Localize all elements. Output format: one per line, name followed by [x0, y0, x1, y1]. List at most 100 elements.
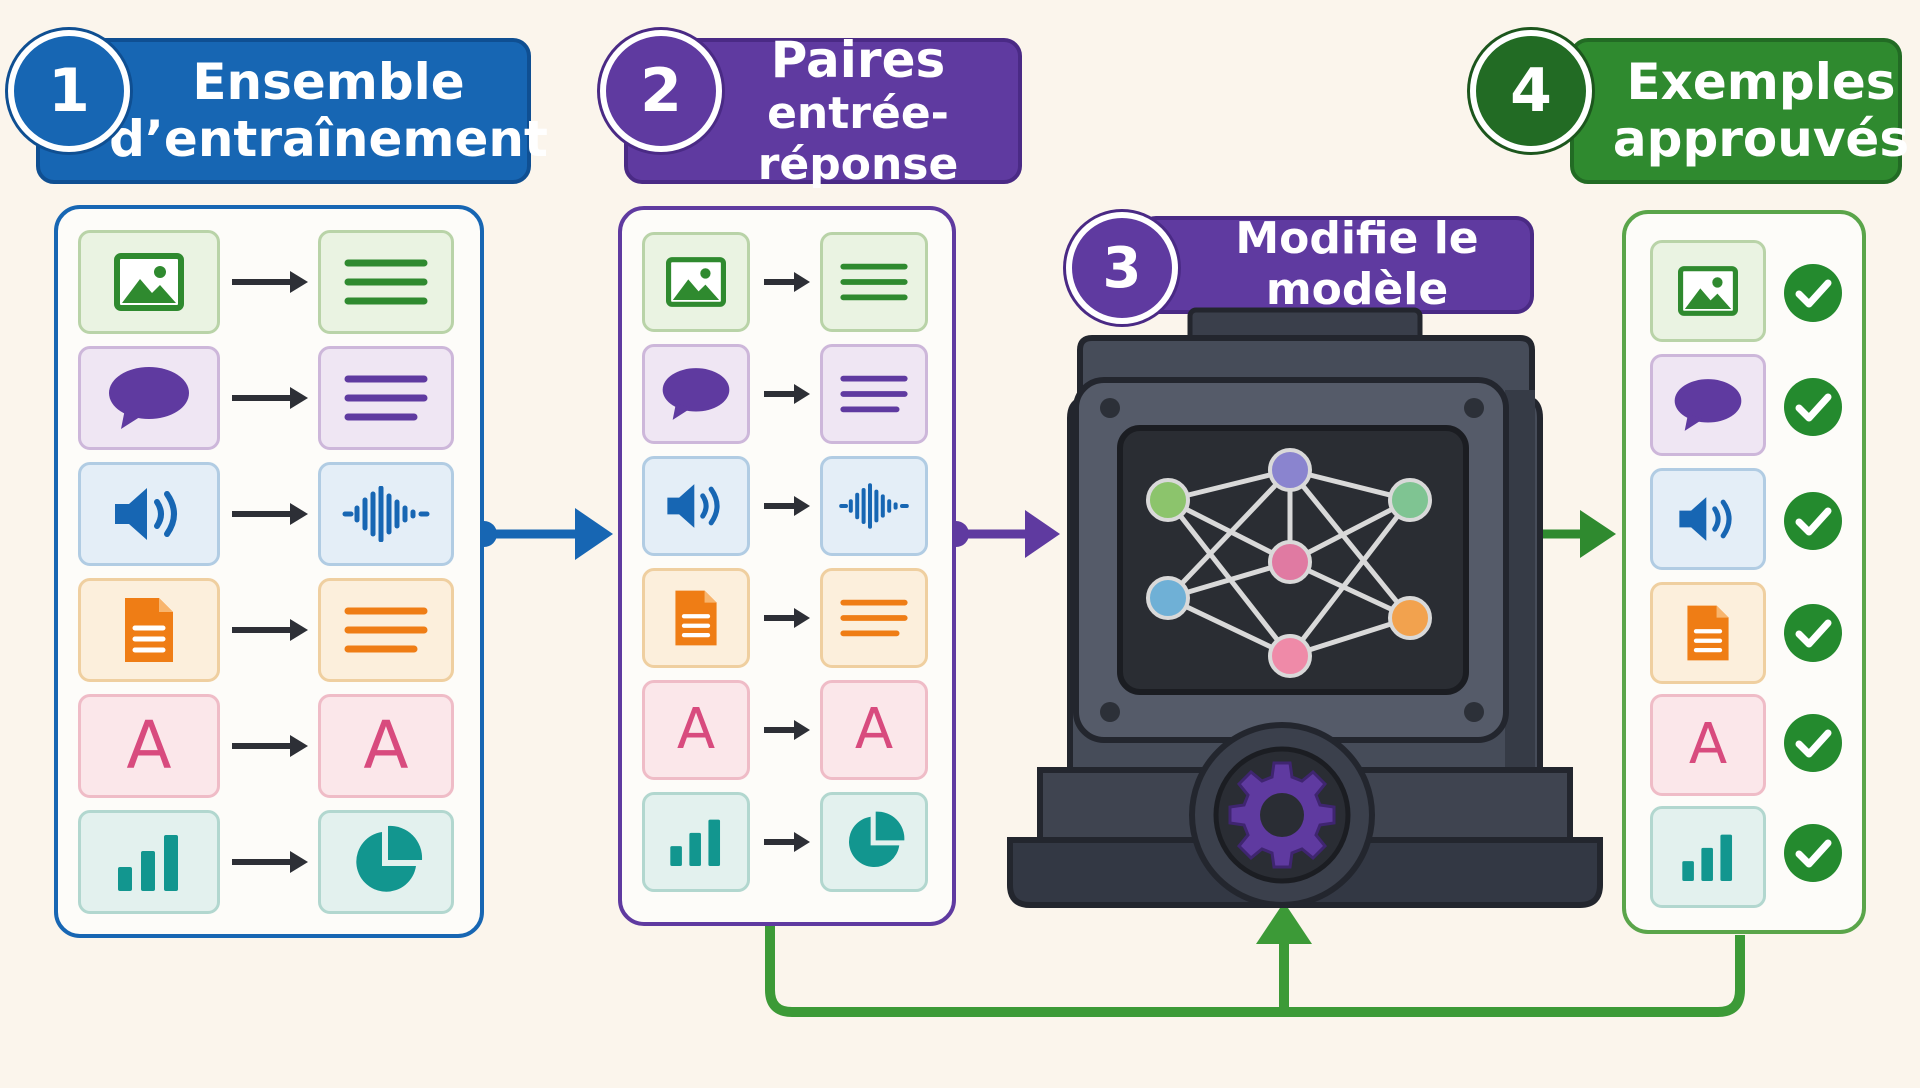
- letter-a-icon: A: [854, 697, 894, 762]
- pair-input-image-tile: [642, 232, 750, 332]
- step-2-title-line1: Paires: [770, 30, 946, 89]
- output-text-tile: [318, 578, 454, 682]
- row-arrow-icon: [764, 608, 810, 628]
- document-icon: [125, 598, 173, 662]
- document-icon: [675, 590, 717, 646]
- network-node: [1268, 634, 1312, 678]
- step-4-number-badge: 4: [1470, 30, 1592, 152]
- letter-a-icon: A: [126, 707, 172, 784]
- step-4-title-line1: Exemples: [1626, 52, 1896, 111]
- pair-output-waveform-tile: [820, 456, 928, 556]
- step-4-title-line2: approuvés: [1612, 110, 1910, 168]
- output-waveform-tile: [318, 462, 454, 566]
- output-text-tile: [318, 346, 454, 450]
- network-node: [1388, 596, 1432, 640]
- gear-icon: [1228, 761, 1336, 869]
- approved-speech-tile: [1650, 354, 1766, 456]
- bar-chart-icon: [118, 835, 178, 891]
- check-icon: [1784, 264, 1842, 322]
- waveform-icon: [342, 486, 430, 542]
- network-node: [1388, 478, 1432, 522]
- step-1-number: 1: [48, 56, 90, 126]
- output-text-tile: [318, 230, 454, 334]
- step-2-title-line2: entrée-réponse: [757, 88, 959, 190]
- check-icon: [1784, 604, 1842, 662]
- pair-input-chart-tile: [642, 792, 750, 892]
- check-icon: [1784, 378, 1842, 436]
- pair-input-audio-tile: [642, 456, 750, 556]
- row-arrow-icon: [232, 735, 308, 757]
- row-arrow-icon: [764, 832, 810, 852]
- feedback-loop: [765, 925, 1745, 1017]
- pair-output-pie-tile: [820, 792, 928, 892]
- approved-document-tile: [1650, 582, 1766, 684]
- letter-a-icon: A: [1688, 712, 1728, 777]
- check-icon: [1784, 824, 1842, 882]
- step-3-title: Modifie le modèle: [1235, 213, 1479, 315]
- check-icon: [1784, 492, 1842, 550]
- text-lines-icon: [840, 599, 908, 637]
- speaker-icon: [667, 484, 720, 528]
- step-4-number: 4: [1510, 56, 1552, 126]
- letter-a-icon: A: [676, 697, 716, 762]
- speech-bubble-icon: [662, 368, 730, 420]
- pair-input-speech-tile: [642, 344, 750, 444]
- row-arrow-icon: [232, 271, 308, 293]
- step-3-number-badge: 3: [1066, 212, 1178, 324]
- row-arrow-icon: [764, 720, 810, 740]
- image-icon: [1678, 266, 1738, 316]
- input-chart-tile: [78, 810, 220, 914]
- pie-chart-icon: [848, 811, 905, 868]
- bar-chart-icon: [1682, 834, 1733, 882]
- input-document-tile: [78, 578, 220, 682]
- row-arrow-icon: [232, 387, 308, 409]
- pair-output-text-tile: [820, 568, 928, 668]
- step-4-banner: Exemples approuvés: [1570, 38, 1909, 184]
- step-2-number: 2: [640, 56, 682, 126]
- row-arrow-icon: [232, 851, 308, 873]
- approved-chart-tile: [1650, 806, 1766, 908]
- step-3-number: 3: [1102, 235, 1142, 301]
- output-pie-tile: [318, 810, 454, 914]
- text-lines-icon: [840, 375, 908, 413]
- approved-audio-tile: [1650, 468, 1766, 570]
- text-lines-icon: [344, 259, 428, 305]
- step-1-title-line1: Ensemble: [192, 52, 465, 111]
- feedback-up-arrow: [1256, 902, 1312, 944]
- network-node: [1268, 448, 1312, 492]
- row-arrow-icon: [764, 272, 810, 292]
- pair-input-document-tile: [642, 568, 750, 668]
- input-image-tile: [78, 230, 220, 334]
- pair-output-letter-tile: A: [820, 680, 928, 780]
- input-letter-tile: A: [78, 694, 220, 798]
- speech-bubble-icon: [1674, 379, 1742, 431]
- pair-output-text-tile: [820, 232, 928, 332]
- input-audio-tile: [78, 462, 220, 566]
- step-1-title-line2: d’entraînement: [109, 110, 548, 168]
- row-arrow-icon: [764, 496, 810, 516]
- network-node: [1268, 540, 1312, 584]
- letter-a-icon: A: [363, 707, 409, 784]
- document-icon: [1687, 605, 1729, 661]
- output-letter-tile: A: [318, 694, 454, 798]
- step-1-number-badge: 1: [8, 30, 130, 152]
- pair-input-letter-tile: A: [642, 680, 750, 780]
- text-lines-icon: [840, 263, 908, 301]
- text-lines-icon: [344, 375, 428, 421]
- blue-flow-arrow: [471, 508, 613, 560]
- row-arrow-icon: [764, 384, 810, 404]
- speaker-icon: [1679, 497, 1732, 541]
- check-icon: [1784, 714, 1842, 772]
- image-icon: [114, 253, 184, 311]
- step-2-number-badge: 2: [600, 30, 722, 152]
- waveform-icon: [839, 483, 909, 529]
- speaker-icon: [115, 488, 177, 540]
- row-arrow-icon: [232, 503, 308, 525]
- network-node: [1146, 478, 1190, 522]
- network-node: [1146, 576, 1190, 620]
- bar-chart-icon: [670, 819, 721, 867]
- approved-image-tile: [1650, 240, 1766, 342]
- approved-letter-tile: A: [1650, 694, 1766, 796]
- row-arrow-icon: [232, 619, 308, 641]
